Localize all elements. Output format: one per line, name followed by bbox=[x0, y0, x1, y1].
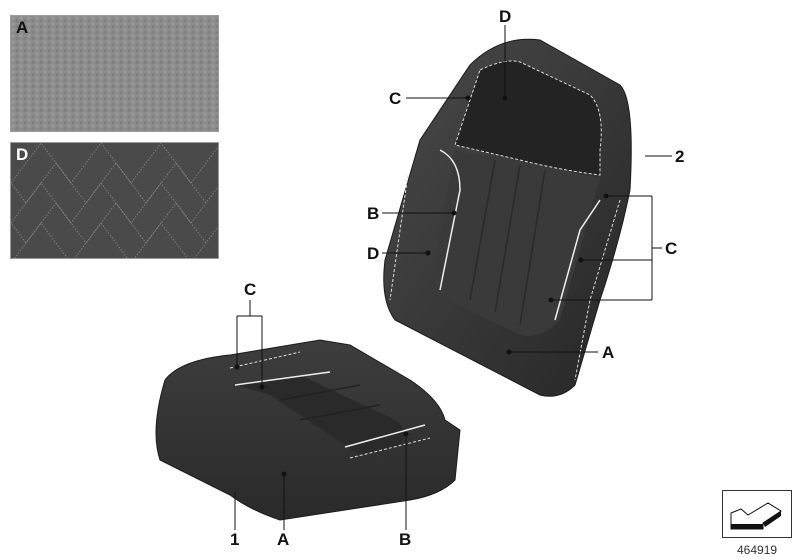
callout-part-1: 1 bbox=[230, 530, 240, 549]
leader-lines bbox=[234, 25, 672, 530]
callout-backrest-d-side: D bbox=[367, 244, 380, 263]
quilted-texture bbox=[11, 143, 218, 258]
backrest bbox=[383, 38, 632, 397]
callout-backrest-c-top: C bbox=[389, 89, 402, 108]
seat-cushion bbox=[155, 339, 461, 521]
callout-backrest-b: B bbox=[367, 204, 380, 223]
callout-cushion-a: A bbox=[277, 530, 290, 549]
leather-texture bbox=[11, 16, 218, 131]
arrow-glyph bbox=[730, 502, 782, 530]
callout-backrest-d-top: D bbox=[499, 7, 512, 26]
swatch-d-quilted: D bbox=[10, 142, 219, 259]
callout-backrest-a: A bbox=[602, 343, 615, 362]
callout-backrest-c-side: C bbox=[665, 239, 678, 258]
navigation-arrow-icon bbox=[722, 490, 792, 538]
swatch-label: A bbox=[16, 18, 29, 37]
swatch-label: D bbox=[16, 145, 29, 164]
document-number: 464919 bbox=[737, 543, 778, 557]
callout-cushion-c: C bbox=[244, 280, 257, 299]
callout-cushion-b: B bbox=[399, 530, 412, 549]
swatch-a-leather: A bbox=[10, 15, 219, 132]
callout-part-2: 2 bbox=[675, 147, 685, 166]
